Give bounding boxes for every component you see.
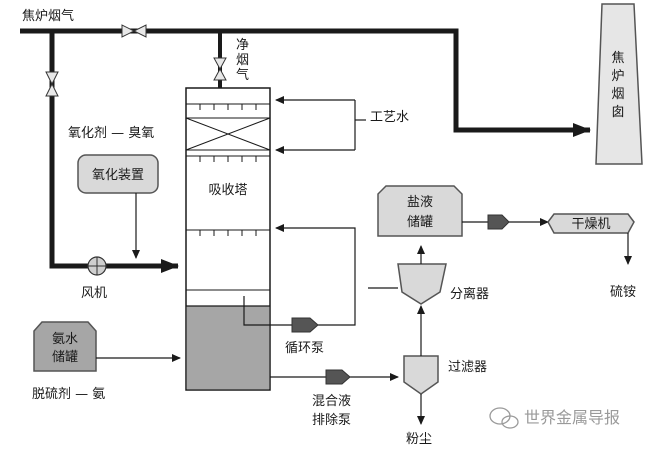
watermark: 世界金属导报 (489, 407, 620, 429)
process-water-lines (275, 96, 366, 154)
separator (397, 263, 447, 305)
mixed-liquid-pump-label: 混合液 (312, 394, 351, 409)
oxidation-device-label: 氧化装置 (92, 168, 144, 183)
brine-pump-icon (487, 214, 510, 230)
main-flue-gas-line (20, 28, 591, 137)
dryer-label: 干燥机 (571, 217, 610, 232)
chimney-label: 炉 (611, 69, 624, 84)
clean-flue-gas-label: 气 (236, 67, 249, 83)
ammonia-tank: 氨水 储罐 (33, 321, 97, 372)
desulfurizer-label: 脱硫剂 — 氨 (32, 387, 105, 402)
fan-label: 风机 (81, 286, 107, 301)
valve-icon (213, 57, 227, 81)
oxidation-device: 氧化装置 (77, 154, 159, 194)
filter-label: 过滤器 (448, 360, 487, 375)
mixed-liquid-pump-label: 排除泵 (312, 413, 351, 428)
clean-flue-gas-label: 烟 (236, 53, 249, 68)
absorption-tower: 吸收塔 (185, 87, 271, 391)
watermark-text: 世界金属导报 (524, 408, 620, 427)
dust-label: 粉尘 (406, 432, 432, 447)
coke-oven-flue-gas-label: 焦炉烟气 (22, 8, 74, 24)
ammonia-tank-label: 氨水 (52, 332, 78, 347)
wechat-icon (489, 407, 519, 429)
ammonia-tank-label: 储罐 (52, 350, 78, 365)
brine-tank-label: 储罐 (407, 215, 433, 230)
circulation-pump-label: 循环泵 (285, 341, 324, 356)
oxidant-label: 氧化剂 — 臭氧 (68, 126, 154, 141)
circulation-pump-icon (291, 317, 319, 333)
absorption-tower-label: 吸收塔 (208, 183, 247, 198)
process-water-label: 工艺水 (370, 110, 409, 125)
brine-tank-label: 盐液 (407, 195, 433, 210)
chimney-label: 烟 (611, 87, 624, 102)
filter (403, 355, 439, 395)
chimney-label: 焦 (611, 51, 624, 66)
clean-flue-gas-label: 净 (236, 38, 249, 53)
ammonium-sulfate-label: 硫铵 (610, 285, 636, 300)
dryer: 干燥机 (547, 213, 635, 234)
valve-icon (45, 71, 59, 97)
chimney-label: 囱 (611, 105, 624, 120)
separator-label: 分离器 (450, 286, 489, 302)
circulation-loop (243, 224, 356, 326)
chimney: 焦 炉 烟 囱 (595, 3, 643, 165)
fan-icon (87, 256, 107, 276)
flue-gas-to-tower-line (49, 31, 179, 273)
valve-icon (121, 24, 147, 38)
mixed-liquid-pump-icon (325, 369, 351, 385)
brine-tank: 盐液 储罐 (377, 185, 463, 237)
